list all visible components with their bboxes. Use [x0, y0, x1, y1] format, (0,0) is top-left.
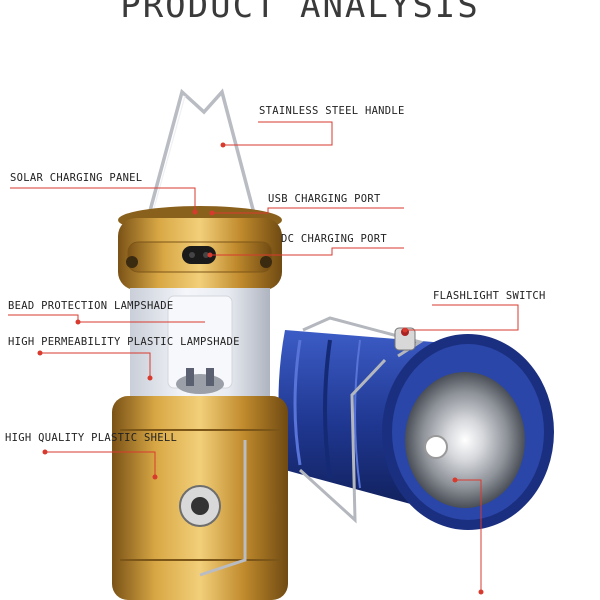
- label-plastic-lampshade: HIGH PERMEABILITY PLASTIC LAMPSHADE: [8, 336, 240, 348]
- stainless-handle: [138, 88, 267, 256]
- flashlight-led: [424, 435, 448, 459]
- blue-lantern: [278, 316, 554, 530]
- label-dc-port: DC CHARGING PORT: [281, 233, 387, 245]
- flashlight-reflector: [405, 372, 525, 508]
- page-title: PRODUCT ANALYSIS: [120, 0, 480, 26]
- label-stainless-handle: STAINLESS STEEL HANDLE: [259, 105, 405, 117]
- leader-lines: [8, 121, 519, 592]
- label-plastic-shell: HIGH QUALITY PLASTIC SHELL: [5, 432, 178, 444]
- gold-lantern: [112, 206, 288, 600]
- label-solar-panel: SOLAR CHARGING PANEL: [10, 172, 143, 184]
- charging-ports: [182, 246, 216, 264]
- label-flashlight-switch: FLASHLIGHT SWITCH: [433, 290, 546, 302]
- leader-dots: [37, 142, 484, 595]
- label-usb-port: USB CHARGING PORT: [268, 193, 381, 205]
- label-bead-lampshade: BEAD PROTECTION LAMPSHADE: [8, 300, 174, 312]
